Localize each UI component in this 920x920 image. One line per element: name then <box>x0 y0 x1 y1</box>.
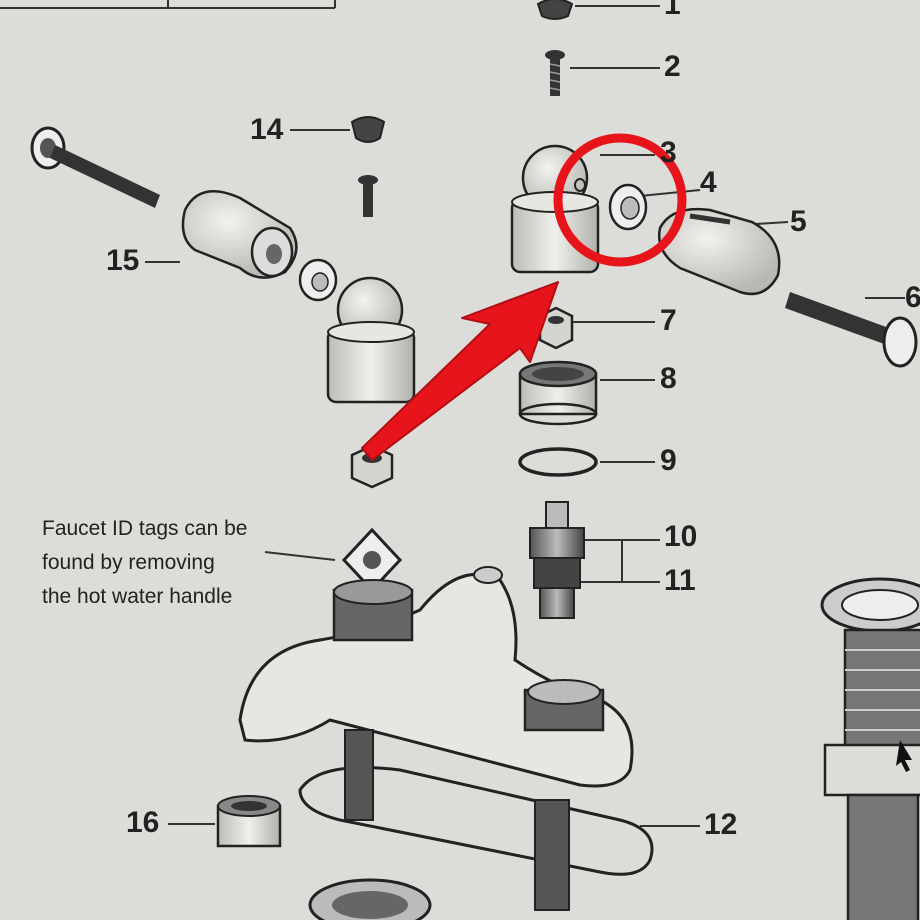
faucet-id-note: Faucet ID tags can be found by removing … <box>42 512 302 614</box>
table-fragment <box>0 0 336 9</box>
faucet-id-tag <box>341 527 403 593</box>
part-9-oring <box>518 447 598 477</box>
part-6-stem <box>785 292 918 368</box>
drain-assembly-right <box>820 577 920 920</box>
callout-9: 9 <box>660 444 677 477</box>
part-15-handle <box>181 190 298 279</box>
drain-fragment-bottom <box>308 878 432 920</box>
callout-11: 11 <box>664 564 696 597</box>
callout-15: 15 <box>106 244 140 277</box>
callout-3: 3 <box>660 136 677 169</box>
part-3-bonnet <box>510 144 600 274</box>
part-10-11-cartridge <box>529 501 585 619</box>
callout-6: 6 <box>905 281 920 314</box>
part-14-cap <box>350 116 386 217</box>
callout-8: 8 <box>660 362 677 395</box>
part-4-washer <box>574 178 648 231</box>
callout-4: 4 <box>700 166 717 199</box>
part-5-handle <box>657 207 781 296</box>
cursor-arrow-icon <box>896 740 912 772</box>
note-line-3: the hot water handle <box>42 585 233 608</box>
note-line-1: Faucet ID tags can be <box>42 517 248 540</box>
part-1-cap <box>536 0 574 20</box>
callout-5: 5 <box>790 205 807 238</box>
part-8-ring <box>518 360 598 426</box>
part-15-stem <box>30 126 160 208</box>
washer-left <box>298 258 338 302</box>
part-16-aerator <box>216 795 282 848</box>
part-7-nut <box>538 306 574 350</box>
bonnet-left <box>326 276 416 404</box>
callout-2: 2 <box>664 50 681 83</box>
callout-1: 1 <box>664 0 681 21</box>
callout-14: 14 <box>250 113 284 146</box>
note-line-2: found by removing <box>42 551 215 574</box>
callout-12: 12 <box>704 808 738 841</box>
leader-lines <box>145 5 905 827</box>
highlight-circle <box>553 133 687 267</box>
part-2-screw <box>545 50 565 96</box>
highlight-arrow <box>361 281 559 461</box>
callout-10: 10 <box>664 520 698 553</box>
faucet-body <box>238 566 654 911</box>
callout-7: 7 <box>660 304 677 337</box>
callout-16: 16 <box>126 806 160 839</box>
